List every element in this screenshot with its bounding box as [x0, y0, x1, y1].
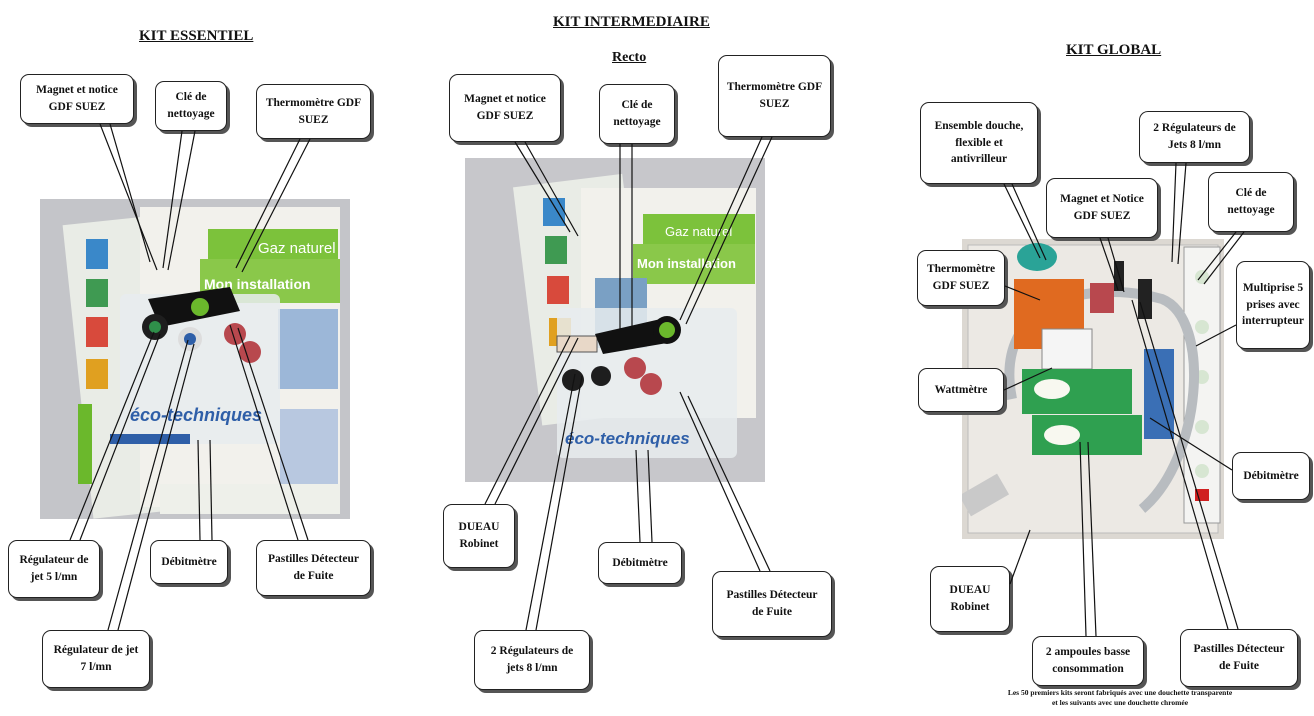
kit-global-title: KIT GLOBAL	[1066, 42, 1162, 58]
global-line-debit	[1149, 417, 1233, 471]
essentiel-pack-text: éco-techniques	[130, 405, 262, 425]
intermediaire-label-thermo: Thermomètre GDF SUEZ	[718, 55, 831, 137]
essentiel-label-thermo: Thermomètre GDF SUEZ	[256, 84, 371, 139]
essentiel-line-reg7-2	[117, 343, 195, 631]
global-line-ampoules-2	[1087, 441, 1097, 637]
intermediaire-line-thermo-2	[685, 136, 773, 325]
intermediaire-label-cle: Clé de nettoyage	[599, 84, 675, 144]
intermediaire-label-dueau: DUEAU Robinet	[443, 504, 515, 568]
essentiel-line-debit-2	[209, 439, 213, 541]
intermediaire-line-dueau-2	[494, 337, 579, 505]
global-label-ampoules: 2 ampoules basse consommation	[1032, 636, 1144, 686]
kit-intermediaire-title: KIT INTERMEDIAIRE	[553, 14, 710, 30]
essentiel-label-reg5: Régulateur de jet 5 l/mn	[8, 540, 100, 598]
essentiel-line-magnet	[99, 123, 158, 271]
intermediaire-line-debit-2	[647, 449, 653, 543]
global-label-thermo: Thermomètre GDF SUEZ	[917, 250, 1005, 306]
global-label-reg8: 2 Régulateurs de Jets 8 l/mn	[1139, 111, 1250, 163]
global-label-douche: Ensemble douche, flexible et antivrilleu…	[920, 102, 1038, 184]
essentiel-line-cle-2	[167, 130, 196, 271]
intermediaire-line-magnet	[514, 141, 571, 233]
global-label-watt: Wattmètre	[918, 368, 1004, 412]
essentiel-line-reg5-2	[79, 333, 161, 541]
global-line-reg8	[1171, 162, 1177, 263]
global-line-ampoules	[1079, 441, 1087, 637]
svg-text:Mon installation: Mon installation	[204, 276, 311, 292]
kit-essentiel-title: KIT ESSENTIEL	[139, 28, 254, 44]
intermediaire-line-dueau	[484, 335, 571, 505]
essentiel-line-reg7	[107, 339, 189, 631]
global-label-magnet: Magnet et Notice GDF SUEZ	[1046, 178, 1158, 238]
intermediaire-line-reg8	[525, 373, 576, 631]
kit-essentiel-photo: Gaz naturel Mon installation éco-techniq…	[40, 199, 350, 519]
essentiel-brochure-text-a: Gaz naturel	[258, 240, 336, 257]
intermediaire-label-reg8: 2 Régulateurs de jets 8 l/mn	[474, 630, 590, 690]
global-line-pastilles	[1131, 299, 1229, 630]
intermediaire-line-debit	[635, 449, 641, 543]
essentiel-label-pastilles: Pastilles Détecteur de Fuite	[256, 540, 371, 596]
global-label-debit: Débitmètre	[1232, 452, 1310, 500]
global-label-multiprise: Multiprise 5 prises avec interrupteur	[1236, 261, 1310, 349]
intermediaire-line-reg8-2	[535, 375, 583, 631]
kit-intermediaire-photo: Gaz naturel Mon installation éco-techniq…	[465, 158, 765, 482]
global-line-cle	[1197, 231, 1237, 281]
essentiel-line-pastilles	[229, 324, 299, 541]
intermediaire-brochure-text-a: Gaz naturel	[665, 224, 732, 239]
kit-global-photo-image	[962, 239, 1224, 539]
global-note-line2: et les suivants avec une douchette chrom…	[1051, 698, 1189, 708]
intermediaire-pack-text: éco-techniques	[565, 429, 690, 448]
essentiel-line-reg5	[69, 331, 155, 541]
global-label-dueau: DUEAU Robinet	[930, 566, 1010, 632]
global-line-magnet-2	[1107, 237, 1125, 293]
global-line-cle-2	[1203, 231, 1245, 285]
global-line-reg8-2	[1177, 162, 1187, 265]
global-line-magnet	[1099, 237, 1119, 291]
global-line-douche-2	[1011, 183, 1047, 261]
essentiel-line-thermo-2	[241, 138, 311, 273]
intermediaire-line-pastilles	[679, 391, 761, 572]
global-label-cle: Clé de nettoyage	[1208, 172, 1294, 232]
essentiel-label-debit: Débitmètre	[150, 540, 228, 584]
essentiel-label-reg7: Régulateur de jet 7 l/mn	[42, 630, 150, 688]
intermediaire-label-debit: Débitmètre	[598, 542, 682, 584]
essentiel-line-pastilles-2	[237, 327, 309, 541]
global-note: Les 50 premiers kits seront fabriqués av…	[960, 688, 1280, 708]
kit-intermediaire-photo-image: Gaz naturel Mon installation éco-techniq…	[465, 158, 765, 482]
intermediaire-line-magnet-2	[524, 141, 579, 237]
kit-global-photo	[962, 239, 1224, 539]
essentiel-label-magnet: Magnet et notice GDF SUEZ	[20, 74, 134, 124]
global-line-pastilles-2	[1139, 301, 1239, 630]
svg-text:Mon installation: Mon installation	[637, 256, 736, 271]
essentiel-line-magnet-2	[109, 123, 151, 263]
global-note-line1: Les 50 premiers kits seront fabriqués av…	[1007, 688, 1233, 697]
global-line-watt	[1003, 367, 1053, 391]
essentiel-line-thermo	[235, 138, 301, 269]
essentiel-label-cle: Clé de nettoyage	[155, 81, 227, 131]
global-line-multiprise	[1195, 324, 1237, 347]
global-line-douche	[1003, 183, 1041, 259]
global-label-pastilles: Pastilles Détecteur de Fuite	[1180, 629, 1298, 687]
global-line-dueau	[1009, 529, 1031, 585]
essentiel-line-debit	[197, 439, 201, 541]
essentiel-line-cle	[162, 130, 183, 269]
intermediaire-line-pastilles-2	[687, 395, 771, 572]
intermediaire-line-thermo	[679, 136, 763, 321]
intermediaire-label-magnet: Magnet et notice GDF SUEZ	[449, 74, 561, 142]
kit-intermediaire-subtitle: Recto	[612, 50, 647, 65]
kit-essentiel-photo-image: Gaz naturel Mon installation éco-techniq…	[40, 199, 350, 519]
global-line-thermo	[1004, 285, 1041, 301]
intermediaire-label-pastilles: Pastilles Détecteur de Fuite	[712, 571, 832, 637]
